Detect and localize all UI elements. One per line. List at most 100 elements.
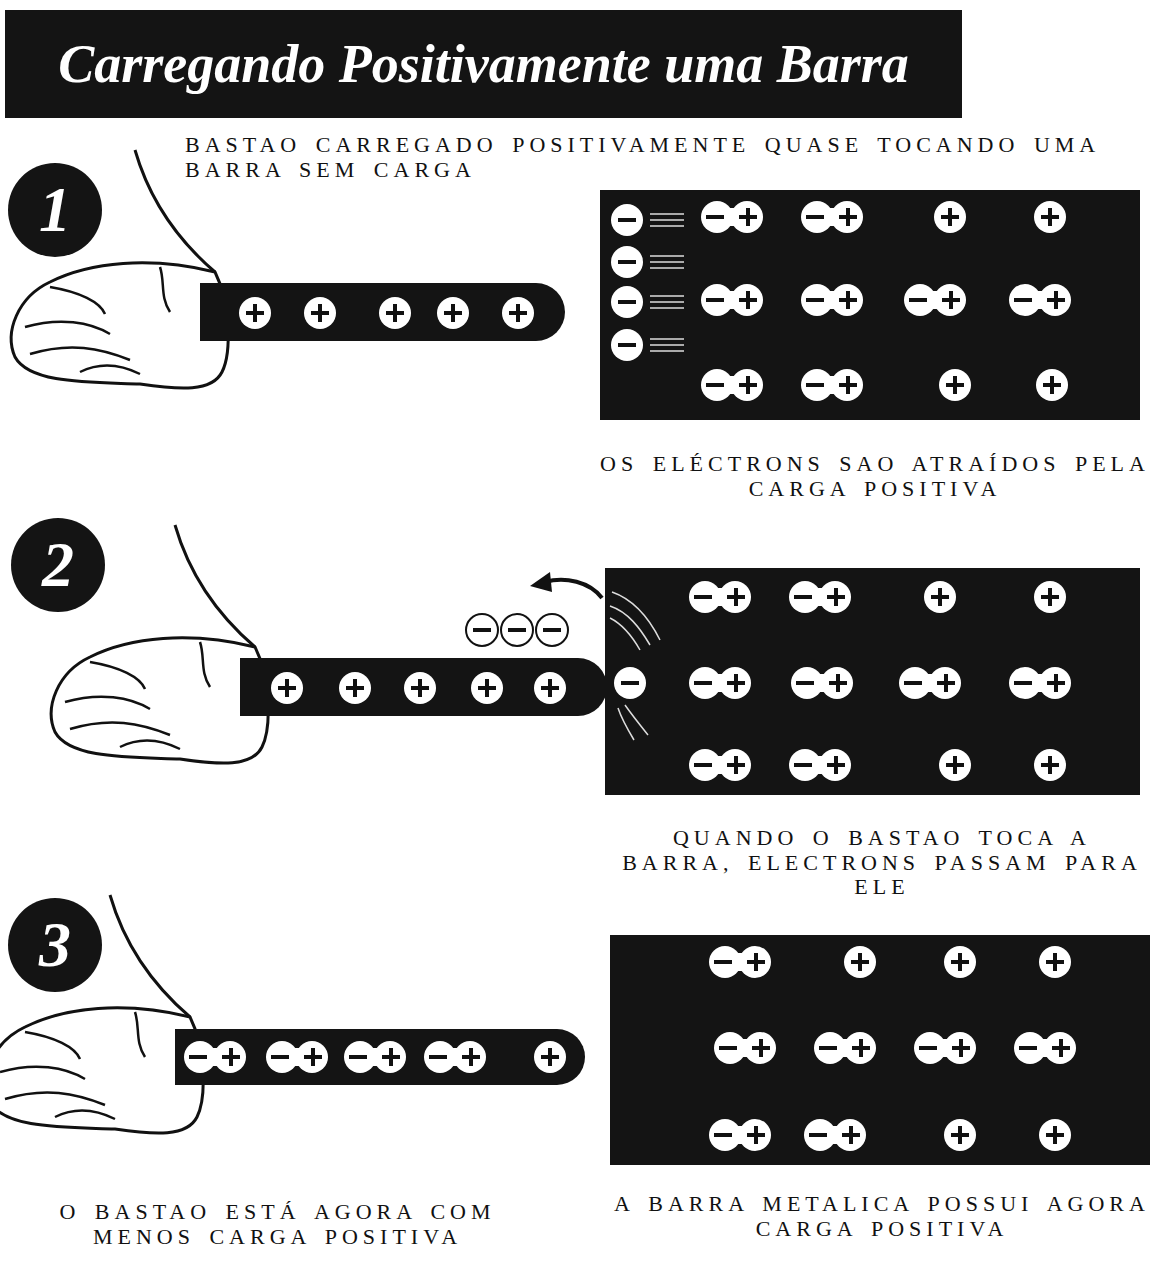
plus-sign: [304, 1048, 322, 1066]
plus-sign: [747, 1126, 765, 1144]
arrow-head: [530, 572, 552, 592]
rod-body: [240, 658, 298, 716]
neutral-pair: [791, 667, 853, 699]
positive-charge: [304, 297, 336, 329]
neutral-pair: [801, 369, 863, 401]
plus-sign: [222, 1048, 240, 1066]
finger-line: [5, 1092, 105, 1105]
arrow-line: [545, 580, 602, 598]
minus-sign: [618, 300, 636, 304]
field-line: [650, 267, 684, 269]
minus-sign: [706, 215, 724, 219]
rod-body: [240, 658, 607, 716]
minus-sign: [819, 1046, 837, 1050]
neutral-pair: [184, 1041, 246, 1073]
minus-sign: [706, 383, 724, 387]
plus-sign: [278, 679, 296, 697]
step-number: 3: [8, 898, 102, 992]
plus-sign: [941, 208, 959, 226]
charge-disc: [939, 369, 971, 401]
caption: O BASTAO ESTÁ AGORA COM MENOS CARGA POSI…: [5, 1200, 550, 1249]
plus-sign: [727, 588, 745, 606]
charge-disc: [611, 329, 643, 361]
minus-sign: [271, 1055, 289, 1059]
field-line: [650, 295, 684, 297]
field-line: [650, 301, 684, 303]
hand: [0, 895, 203, 1133]
neutral-pair: [789, 749, 851, 781]
finger-line: [25, 1032, 80, 1059]
plus-sign: [839, 208, 857, 226]
positive-charge: [339, 672, 371, 704]
minus-sign: [349, 1055, 367, 1059]
minus-sign: [1014, 298, 1032, 302]
plus-sign: [1041, 756, 1059, 774]
neutral-pair: [689, 581, 751, 613]
charge-disc: [339, 672, 371, 704]
charge-disc: [536, 614, 568, 646]
charge-disc: [534, 1041, 566, 1073]
streak: [612, 592, 660, 640]
plus-sign: [937, 674, 955, 692]
minus-sign: [714, 960, 732, 964]
charge-disc: [239, 297, 271, 329]
plus-sign: [852, 1039, 870, 1057]
plus-sign: [951, 1126, 969, 1144]
charge-disc: [611, 246, 643, 278]
field-line: [650, 350, 684, 352]
finger-line: [30, 347, 130, 360]
minus-sign: [621, 681, 639, 685]
plus-sign: [931, 588, 949, 606]
finger-line: [200, 642, 210, 687]
plus-sign: [851, 953, 869, 971]
bar-body: [605, 568, 1140, 795]
plus-sign: [727, 674, 745, 692]
minus-sign: [904, 681, 922, 685]
caption: OS ELÉCTRONS SAO ATRAÍDOS PELA CARGA POS…: [600, 452, 1150, 501]
plus-sign: [444, 304, 462, 322]
minus-sign: [719, 1046, 737, 1050]
charge-disc: [502, 297, 534, 329]
plus-sign: [839, 291, 857, 309]
charge-disc: [924, 581, 956, 613]
electron: [536, 614, 568, 646]
positive-charge: [1034, 581, 1066, 613]
bar-body: [610, 935, 1150, 1165]
step-number: 2: [11, 518, 105, 612]
charge-disc: [844, 946, 876, 978]
finger-line: [65, 697, 150, 709]
positive-charge: [1039, 1119, 1071, 1151]
minus-sign: [919, 1046, 937, 1050]
neutral-pair: [804, 1119, 866, 1151]
minus-sign: [429, 1055, 447, 1059]
bar-body: [600, 190, 1140, 420]
plus-sign: [541, 1048, 559, 1066]
positive-charge: [939, 369, 971, 401]
plus-sign: [739, 376, 757, 394]
title-band: Carregando Positivamente uma Barra: [5, 10, 962, 118]
electron: [611, 329, 643, 361]
positive-charge: [944, 946, 976, 978]
plus-sign: [952, 1039, 970, 1057]
minus-sign: [1019, 1046, 1037, 1050]
plus-sign: [541, 679, 559, 697]
field-line: [650, 255, 684, 257]
charge-disc: [379, 297, 411, 329]
minus-sign: [508, 628, 526, 632]
plus-sign: [739, 291, 757, 309]
charge-disc: [944, 946, 976, 978]
positive-charge: [1034, 749, 1066, 781]
caption: QUANDO O BASTAO TOCA A BARRA, ELECTRONS …: [612, 826, 1152, 900]
field-line: [650, 225, 684, 227]
charged-rod: [240, 658, 607, 716]
charge-disc: [271, 672, 303, 704]
minus-sign: [809, 1133, 827, 1137]
charge-disc: [944, 1119, 976, 1151]
positive-charge: [239, 297, 271, 329]
plus-sign: [1052, 1039, 1070, 1057]
positive-charge: [934, 201, 966, 233]
neutral-pair: [789, 581, 851, 613]
plus-sign: [246, 304, 264, 322]
